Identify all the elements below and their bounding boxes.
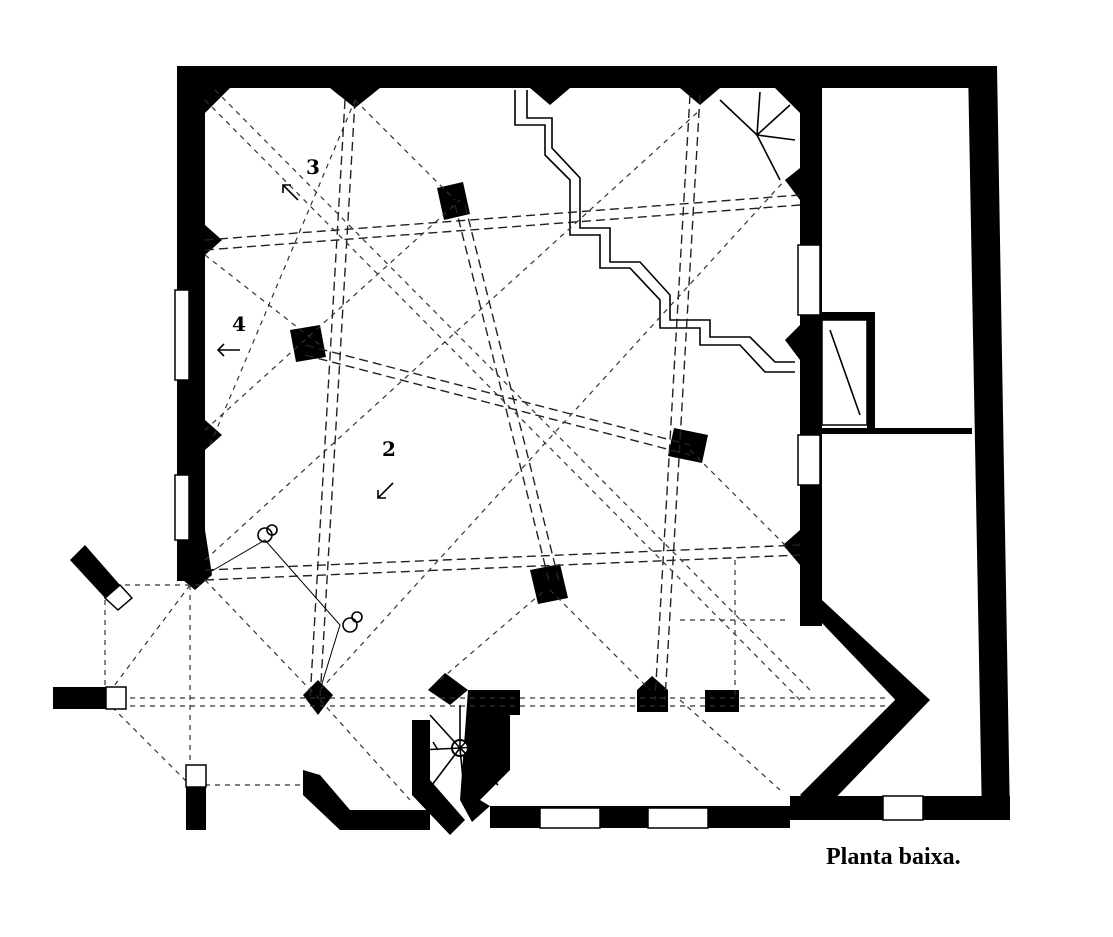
windows [174,244,924,829]
arrow-icon [432,741,439,751]
niche [821,319,868,426]
pier-3 [668,428,708,463]
plan-caption: Planta baixa. [826,844,961,870]
piers [290,182,739,715]
exterior-piers [53,545,207,830]
pier-2 [290,325,326,362]
room-label-3: 3 [306,155,320,179]
corner-stair-top-right [719,91,796,181]
stair-tower [303,690,520,835]
arrow-icon [282,184,299,201]
room-label-2: 2 [382,437,396,461]
window-left-lower [174,474,190,541]
pier-7 [705,690,739,712]
opening-right-lower [797,434,821,486]
room-label-4: 4 [232,312,246,336]
window-left-upper [174,289,190,381]
window-bottom-1 [539,807,601,829]
window-bottom-2 [647,807,709,829]
window-bottom-3 [882,795,924,821]
arrow-icon [377,482,394,499]
stepped-wall [514,90,795,373]
opening-right-upper [797,244,821,316]
direction-arrows [216,184,439,751]
outer-walls [177,66,1010,828]
corner-piers [177,88,800,590]
pier-1 [437,182,470,220]
pier-4 [530,564,568,604]
vault-ribs [60,89,890,801]
fixtures [204,524,363,691]
pier-8 [428,673,468,705]
